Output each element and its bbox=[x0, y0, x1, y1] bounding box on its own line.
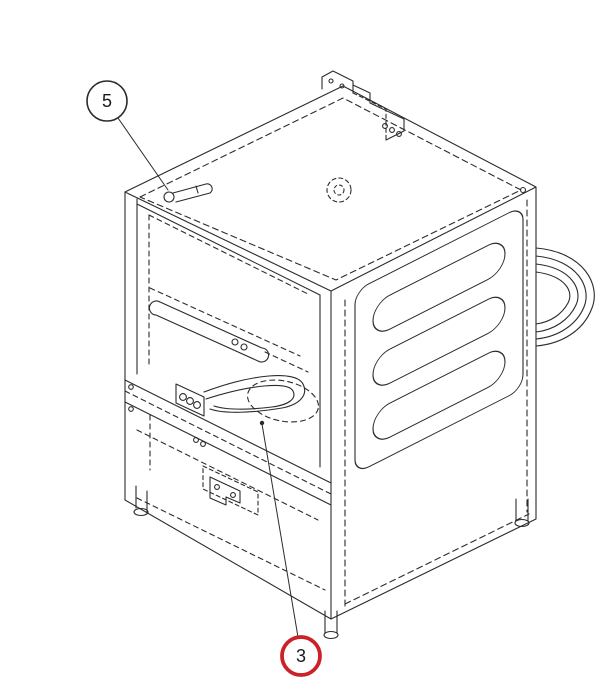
lower-compartment bbox=[136, 414, 326, 591]
top-corner-screw bbox=[519, 186, 527, 194]
callout-5[interactable]: 5 bbox=[86, 80, 128, 122]
side-panel-outline bbox=[354, 210, 524, 470]
box-top-face bbox=[124, 85, 537, 292]
leader-3-endpoint-dot bbox=[259, 420, 265, 426]
callout-3[interactable]: 3 bbox=[280, 635, 322, 677]
leader-line-5 bbox=[117, 117, 169, 191]
wash-chamber-opening bbox=[136, 198, 321, 468]
side-panel-slot-3 bbox=[372, 350, 506, 440]
right-side-panel bbox=[354, 210, 524, 470]
sump-hidden-outline bbox=[246, 379, 320, 423]
leveling-feet bbox=[133, 485, 530, 640]
callout-5-circle[interactable] bbox=[86, 80, 128, 122]
frame-rail bbox=[124, 379, 332, 506]
latch-part bbox=[163, 183, 213, 203]
callout-3-circle[interactable] bbox=[280, 635, 322, 677]
right-face-hidden-edges bbox=[344, 199, 530, 607]
leader-line-3 bbox=[261, 423, 299, 638]
cabinet-outline bbox=[124, 85, 537, 620]
interior-rack-rail bbox=[148, 287, 309, 373]
callout-5-label: 5 bbox=[102, 91, 112, 111]
top-mount-bracket bbox=[321, 70, 405, 141]
coiled-hose bbox=[535, 247, 595, 347]
diagram-linework bbox=[117, 70, 595, 640]
side-panel-slot-1 bbox=[372, 242, 506, 332]
top-vent bbox=[326, 177, 352, 203]
lower-bracket bbox=[209, 476, 241, 506]
element-terminal-block bbox=[175, 383, 205, 417]
side-panel-slot-2 bbox=[372, 296, 506, 386]
heating-element bbox=[175, 375, 320, 423]
callout-3-label: 3 bbox=[296, 646, 306, 666]
